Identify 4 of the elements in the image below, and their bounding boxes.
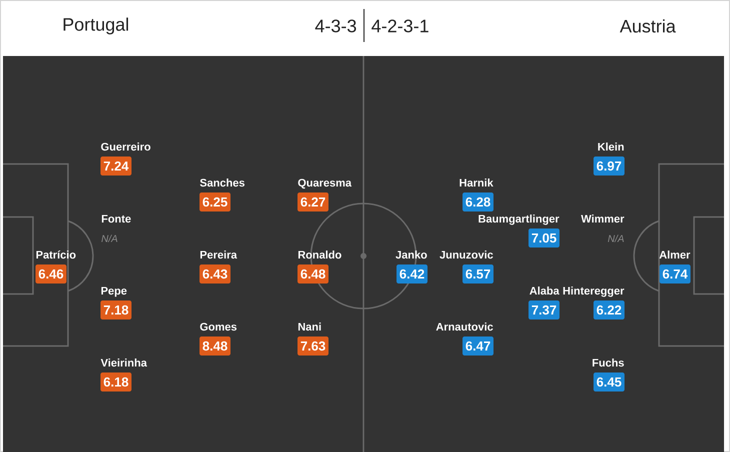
team-name: Portugal bbox=[64, 18, 128, 34]
team-name: Austria bbox=[620, 19, 676, 33]
formation-text: 4-3-3 bbox=[315, 20, 356, 32]
formation-text: 4-2-3-1 bbox=[372, 20, 428, 32]
